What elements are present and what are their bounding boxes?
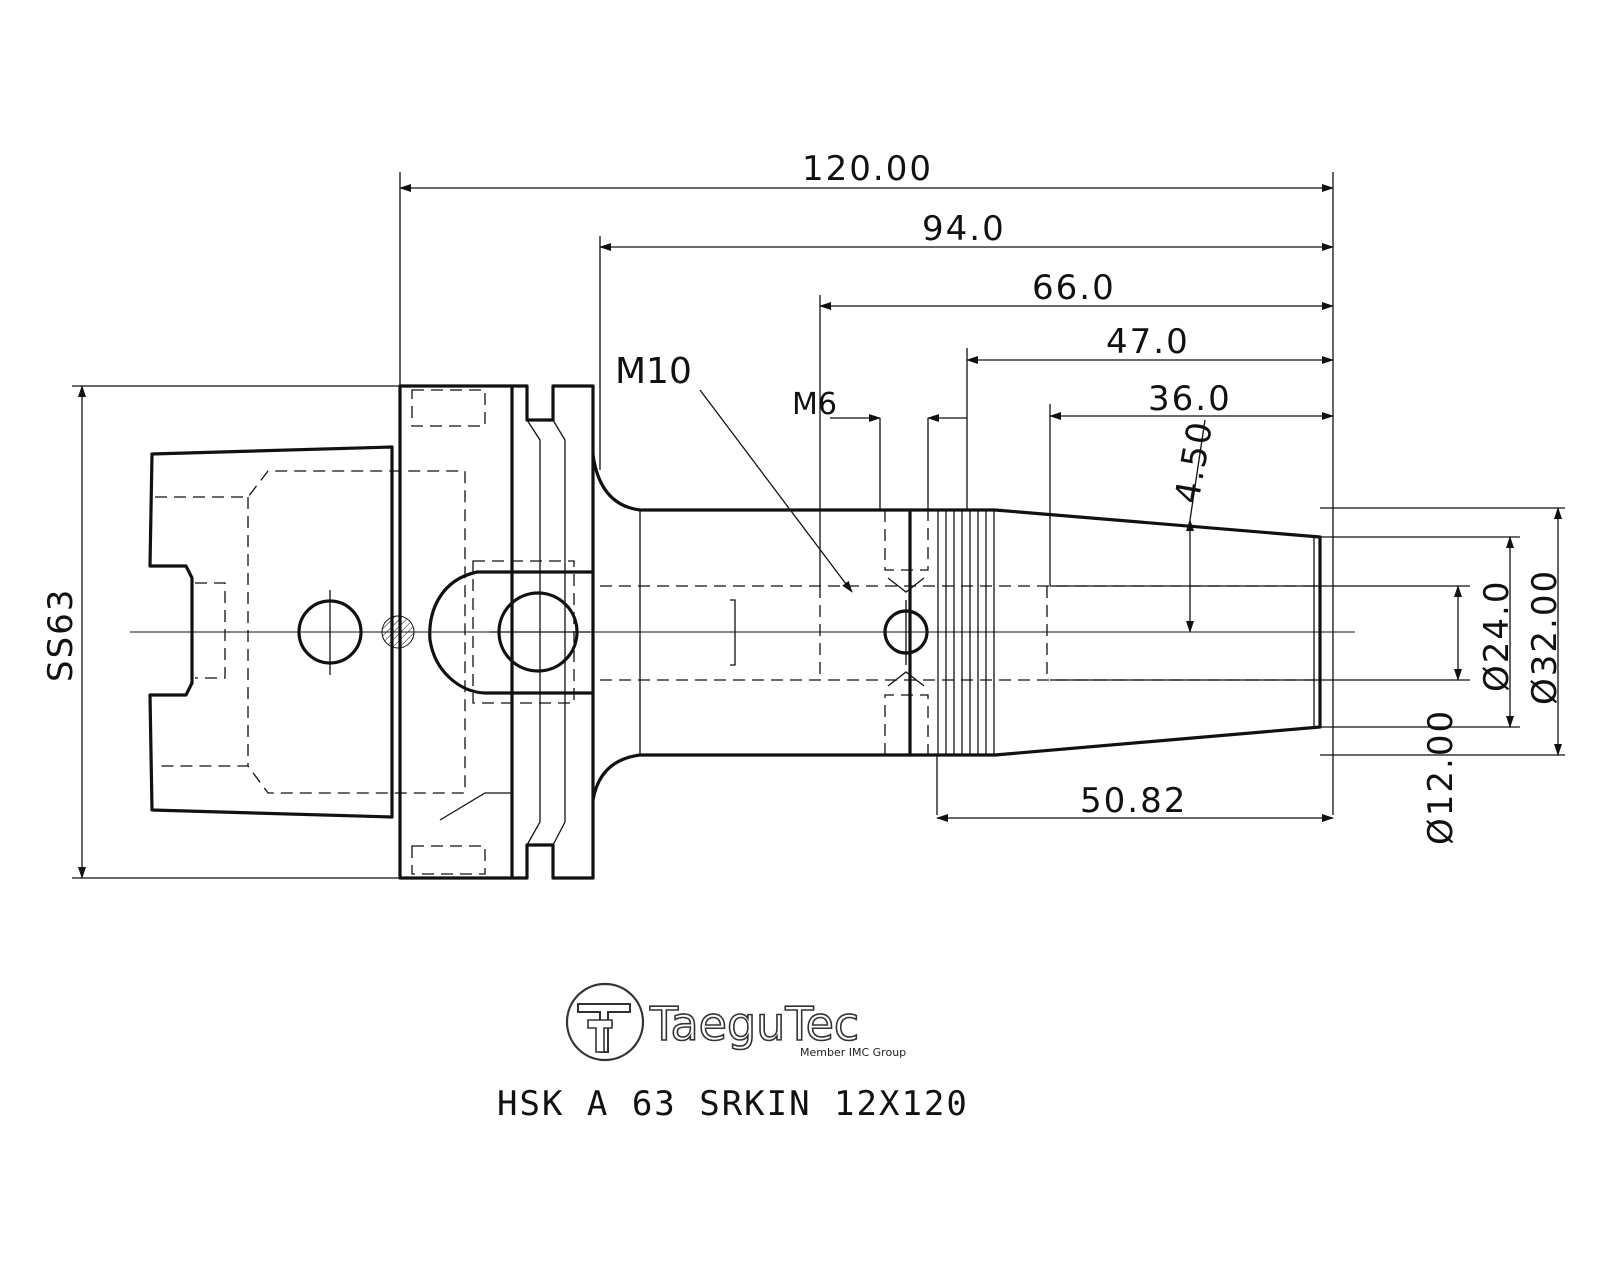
- dim-flange-size: SS63: [41, 588, 81, 682]
- tool-body: [591, 453, 1322, 802]
- dim-47: 47.0: [1106, 322, 1190, 362]
- hatched-pin: [381, 615, 415, 649]
- dim-thread-length: 50.82: [1080, 781, 1187, 821]
- logo-brand: TaeguTec: [649, 997, 859, 1051]
- dim-dia-24: Ø24.0: [1477, 580, 1517, 692]
- dim-dia-32: Ø32.00: [1525, 569, 1565, 705]
- thread-lines: [937, 510, 995, 755]
- dim-66: 66.0: [1032, 268, 1116, 308]
- dim-dia-12: Ø12.00: [1421, 709, 1461, 845]
- taegutec-logo: TaeguTec Member IMC Group: [565, 982, 906, 1062]
- extension-lines: [72, 172, 1565, 879]
- callout-m10: M10: [615, 351, 692, 392]
- hsk-shank: [148, 445, 466, 819]
- dimension-lines: [78, 184, 1562, 879]
- flange: [398, 384, 595, 880]
- dim-taper-offset: 4.50: [1167, 417, 1221, 506]
- dim-overall-length: 120.00: [802, 149, 933, 189]
- logo-tagline: Member IMC Group: [800, 1046, 906, 1059]
- callout-m6: M6: [792, 387, 837, 422]
- part-title: HSK A 63 SRKIN 12X120: [497, 1084, 969, 1124]
- dim-36: 36.0: [1148, 379, 1232, 419]
- dim-94: 94.0: [922, 209, 1006, 249]
